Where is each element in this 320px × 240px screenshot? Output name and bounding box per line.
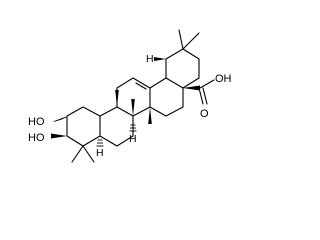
stereo-hydrogens: H H H [96,53,166,159]
angular-methyls [115,90,152,124]
cooh-oh-label: OH [215,73,232,85]
oh-c3-wedge [51,133,67,139]
h18-wedge [154,57,166,61]
h9-label: H [129,133,137,145]
ring-b [99,106,134,147]
hydroxyl-label-c2: HO [28,116,45,128]
h5-hash [96,139,104,147]
hydroxyl-groups: HO HO [28,116,67,144]
h9-hash [129,124,137,132]
carbonyl-o-label: O [200,108,209,120]
h18-label: H [146,53,154,65]
methyl-c14-wedge [148,107,152,124]
h5-label: H [96,147,104,159]
oh-c2-hash [53,116,67,122]
gem-dimethyl-e [178,29,200,50]
methyl-c8-wedge [131,99,135,116]
hydroxyl-label-c3: HO [28,132,45,144]
gem-dimethyl-a [71,145,95,163]
ring-e [165,48,200,89]
methyl-c10-wedge [115,90,119,107]
ring-d [149,77,184,117]
carboxylic-acid: OH O [183,73,232,120]
skeletal-structure: OH O HO HO H H H [28,29,232,163]
ring-a [66,106,101,147]
molecule-figure: OH O HO HO H H H [28,29,232,163]
cooh-wedge [183,85,200,91]
